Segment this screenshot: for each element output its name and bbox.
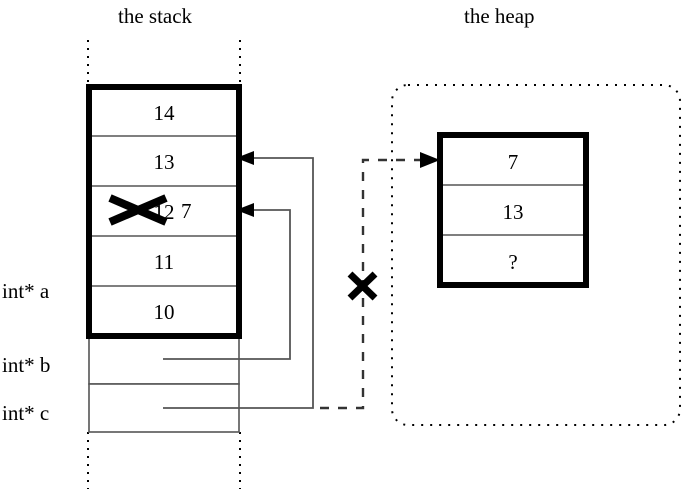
pointer-c-arrow bbox=[163, 151, 314, 409]
stack-cell-value-1: 13 bbox=[153, 150, 175, 174]
pointer-label-b: int* b bbox=[2, 353, 51, 377]
dangling-heap-pointer-arrow bbox=[320, 152, 440, 410]
heap-region-boundary bbox=[391, 84, 681, 426]
stack-block-outline bbox=[86, 84, 242, 339]
heap-cell-value-1: 13 bbox=[502, 200, 524, 224]
pointer-b-arrow bbox=[163, 203, 291, 360]
heap-title: the heap bbox=[464, 4, 535, 28]
stack-cell-value-4: 10 bbox=[153, 300, 175, 324]
stack-cell-b bbox=[88, 335, 240, 385]
stack-cell-value-3: 11 bbox=[153, 250, 175, 274]
heap-cell-value-2: ? bbox=[508, 250, 518, 274]
pointer-label-a: int* a bbox=[2, 279, 50, 303]
pointer-label-c: int* c bbox=[2, 401, 50, 425]
heap-block-outline bbox=[437, 132, 589, 288]
stack-title: the stack bbox=[118, 4, 193, 28]
x-cross-mark-stack-value bbox=[108, 194, 168, 226]
x-cross-mark-pointer bbox=[347, 271, 378, 301]
stack-cell-value-0: 14 bbox=[153, 101, 175, 125]
stack-cell-value-2-struck: 12 bbox=[153, 200, 175, 224]
heap-cell-value-0: 7 bbox=[507, 150, 519, 174]
stack-cell-value-2-replacement: 7 bbox=[181, 199, 192, 223]
